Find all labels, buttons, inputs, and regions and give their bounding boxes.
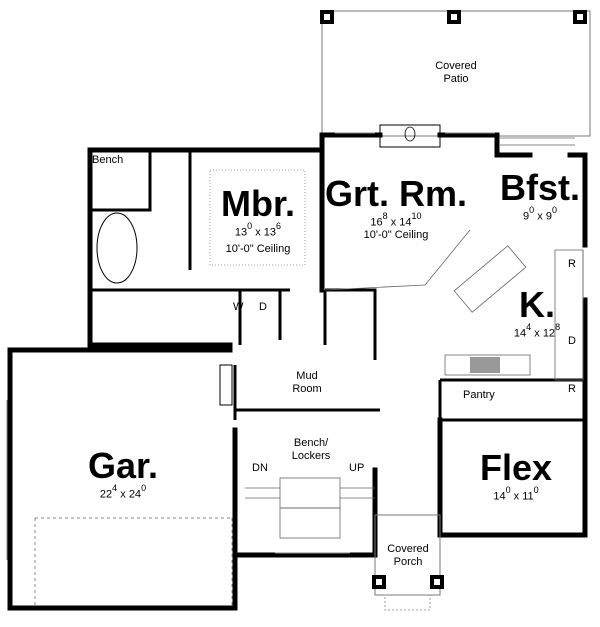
breakfast-dimensions: 90 x 90 — [523, 205, 557, 223]
garage-label: Gar. 224 x 240 — [88, 448, 158, 501]
garage-name: Gar. — [87, 445, 159, 486]
flex-name: Flex — [479, 447, 553, 488]
interior-walls — [90, 150, 585, 422]
bench-lockers-line1: Bench/ — [293, 437, 329, 449]
flex-dimensions: 140 x 110 — [493, 485, 539, 503]
mud-room-line2: Room — [292, 383, 322, 395]
great-room-dimensions: 168 x 1410 — [370, 211, 422, 229]
kitchen-label: K. 144 x 128 — [514, 287, 560, 340]
great-room-label: Grt. Rm. 168 x 1410 10'-0" Ceiling — [325, 176, 467, 241]
mud-room-line1: Mud — [296, 370, 318, 382]
bench-lockers-line2: Lockers — [291, 450, 331, 462]
mud-room-label: Mud Room — [292, 370, 321, 396]
dishwasher-label: D — [568, 335, 576, 347]
great-room-ceiling: 10'-0" Ceiling — [363, 228, 429, 241]
great-room-name: Grt. Rm. — [324, 173, 468, 214]
windows — [6, 132, 584, 606]
bathtub — [96, 212, 138, 284]
covered-porch-line2: Porch — [393, 556, 423, 568]
bench-label: Bench — [92, 154, 124, 166]
garage-dimensions: 224 x 240 — [99, 483, 147, 501]
refrigerator-2-label: R — [568, 383, 576, 395]
pantry-label: Pantry — [463, 389, 495, 401]
master-bedroom-ceiling: 10'-0" Ceiling — [225, 242, 291, 255]
breakfast-name: Bfst. — [500, 167, 580, 208]
cooktop — [470, 357, 500, 373]
breakfast-label: Bfst. 90 x 90 — [500, 170, 580, 223]
kitchen-dimensions: 144 x 128 — [513, 322, 561, 340]
kitchen-name: K. — [519, 284, 555, 325]
stair-up-label: UP — [349, 462, 365, 474]
covered-porch-line1: Covered — [387, 543, 429, 555]
stairs — [245, 477, 375, 539]
fireplace — [379, 124, 441, 148]
master-bedroom-name: Mbr. — [220, 183, 296, 224]
stair-down-label: DN — [252, 462, 268, 474]
refrigerator-1-label: R — [568, 258, 576, 270]
washer-label: W — [233, 301, 244, 313]
covered-patio-label-line2: Patio — [443, 73, 469, 85]
covered-patio-label-line1: Covered — [435, 60, 477, 72]
exterior-walls — [7, 132, 588, 611]
covered-porch-label: Covered Porch — [387, 543, 429, 569]
master-bedroom-label: Mbr. 130 x 136 10'-0" Ceiling — [221, 186, 295, 255]
bench-lockers-label: Bench/ Lockers — [292, 437, 331, 463]
dryer-label: D — [259, 301, 267, 313]
master-bedroom-dimensions: 130 x 136 — [234, 221, 282, 239]
covered-patio-label: Covered Patio — [435, 60, 477, 86]
kitchen-island — [453, 245, 527, 313]
flex-label: Flex 140 x 110 — [480, 450, 552, 503]
covered-porch-outline — [374, 514, 441, 596]
